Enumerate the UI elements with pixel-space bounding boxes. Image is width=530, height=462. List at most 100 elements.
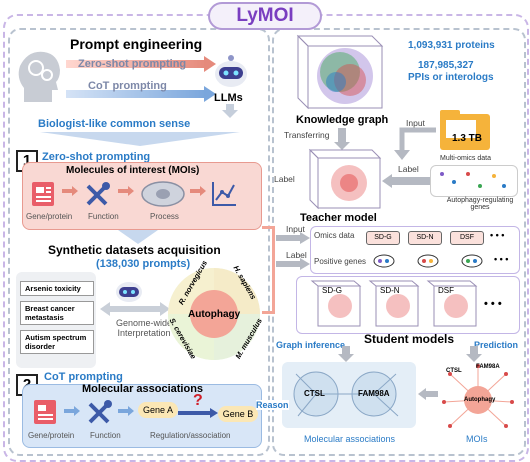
species-pie [168, 268, 260, 360]
multiomics-label: Multi-omics data [440, 155, 491, 162]
left-panel [8, 28, 270, 456]
label-connector [262, 226, 275, 314]
label-text-teacher: Label [398, 164, 419, 174]
arrow-right-icon [62, 186, 78, 196]
assoc-label-regulation: Regulation/association [150, 431, 231, 440]
student-label: Student models [364, 332, 455, 346]
llm-down-arrow [222, 104, 238, 118]
zero-shot-label: Zero-shot prompting [78, 58, 187, 70]
section-1-title: Zero-shot prompting [42, 151, 151, 163]
fam98a-label: FAM98A [358, 389, 390, 398]
wrench-icon-2 [88, 400, 112, 424]
mois-autophagy: Autophagy [464, 397, 496, 403]
teacher-label: Teacher model [300, 212, 377, 224]
llms-label: LLMs [214, 92, 243, 104]
genome-wide-label: Genome-wide Interpretation [115, 318, 173, 338]
autophagy-genes-box [430, 165, 518, 197]
student-more: • • • [484, 298, 502, 310]
gene-a: Gene A [138, 402, 178, 418]
mois-radial [442, 364, 514, 428]
student-cube-sdn [368, 280, 420, 327]
student-cube-sdg [310, 280, 362, 327]
stat-ppis: 187,985,327 [418, 60, 474, 71]
synthetic-title: Synthetic datasets acquisition [48, 243, 221, 257]
autophagy-genes-label: Autophagy-regulating genes [446, 197, 514, 211]
down-arrow-inference [338, 346, 354, 362]
cell-icon [141, 181, 185, 207]
arrow-right-icon-2 [118, 186, 134, 196]
document-icon-2 [34, 400, 56, 424]
label-arrow-right [382, 174, 430, 188]
student-cube-dsf [426, 280, 478, 327]
assoc-network [293, 371, 399, 417]
ctsl-label: CTSL [304, 389, 325, 398]
cot-arrow [66, 90, 206, 98]
input-arrow-2 [276, 232, 310, 244]
tag-more: • • • [490, 230, 505, 240]
mois-title: Molecules of interest (MOIs) [66, 165, 200, 176]
section-2-title: CoT prompting [44, 371, 123, 383]
gene-arrow [178, 408, 218, 418]
arrow-left-mois [418, 388, 438, 400]
zero-shot-arrow-head [204, 56, 216, 72]
reason-label: Reason [256, 400, 289, 410]
common-sense-label: Biologist-like common sense [38, 118, 191, 130]
positive-gene-ovals [373, 254, 483, 268]
common-sense-arrow [40, 132, 240, 146]
mois-ctsl: CTSL [446, 368, 462, 374]
mois-fam98a: FAM98A [476, 364, 500, 370]
disease-breast-cancer: Breast cancer metastasis [20, 301, 94, 325]
cube-label-sdg: SD-G [322, 286, 342, 295]
mois-label: MOIs [466, 434, 488, 444]
mois-label-process: Process [150, 212, 179, 221]
title: LyMOI [208, 2, 322, 30]
mol-assoc-label: Molecular associations [304, 434, 396, 444]
omics-box [310, 226, 520, 274]
student-box [296, 276, 520, 334]
prompt-engineering-heading: Prompt engineering [70, 36, 203, 52]
input-arrow [394, 127, 436, 160]
gene-dots-icon [440, 172, 506, 188]
robot-small-icon [116, 282, 142, 302]
down-arrow-1 [118, 230, 158, 244]
cube-label-sdn: SD-N [380, 286, 400, 295]
double-arrow [100, 302, 170, 316]
tb-label: 1.3 TB [452, 133, 483, 144]
robot-icon [215, 55, 247, 87]
label-text-2: Label [286, 250, 307, 260]
assoc-label-function: Function [90, 431, 121, 440]
tag-sdg: SD-G [366, 231, 400, 245]
cot-arrow-head [204, 86, 216, 102]
tag-sdn: SD-N [408, 231, 442, 245]
assoc-label-gene: Gene/protein [28, 431, 75, 440]
teacher-cube [308, 148, 382, 210]
molecular-assoc-title: Molecular associations [82, 383, 204, 395]
cube-label-dsf: DSF [438, 286, 454, 295]
stat-ppis-label: PPIs or interologs [408, 72, 494, 83]
disease-autism: Autism spectrum disorder [20, 330, 94, 354]
line-chart-icon [212, 182, 236, 206]
stat-proteins: 1,093,931 proteins [408, 40, 495, 51]
disease-arsenic: Arsenic toxicity [20, 281, 94, 296]
question-mark: ? [193, 392, 203, 409]
arrow-right-icon-3 [190, 186, 206, 196]
down-arrow-prediction [466, 346, 482, 362]
tag-dsf: DSF [450, 231, 484, 245]
folder-icon [440, 110, 490, 150]
document-icon [32, 182, 54, 206]
omics-label: Omics data [314, 231, 355, 240]
label-text-left: Label [274, 174, 295, 184]
kg-label: Knowledge graph [296, 114, 389, 126]
autophagy-center: Autophagy [188, 309, 241, 320]
knowledge-graph-cube [296, 34, 384, 110]
input-label-2: Input [286, 224, 305, 234]
arrow-right-icon-4 [64, 406, 80, 416]
gene-b: Gene B [218, 406, 258, 422]
positive-label: Positive genes [314, 257, 367, 266]
graph-inference-label: Graph inference [276, 340, 346, 350]
label-arrow-2 [276, 258, 310, 270]
prediction-label: Prediction [474, 340, 519, 350]
mois-label-function: Function [88, 212, 119, 221]
wrench-icon [86, 182, 110, 206]
input-label-top: Input [406, 118, 425, 128]
